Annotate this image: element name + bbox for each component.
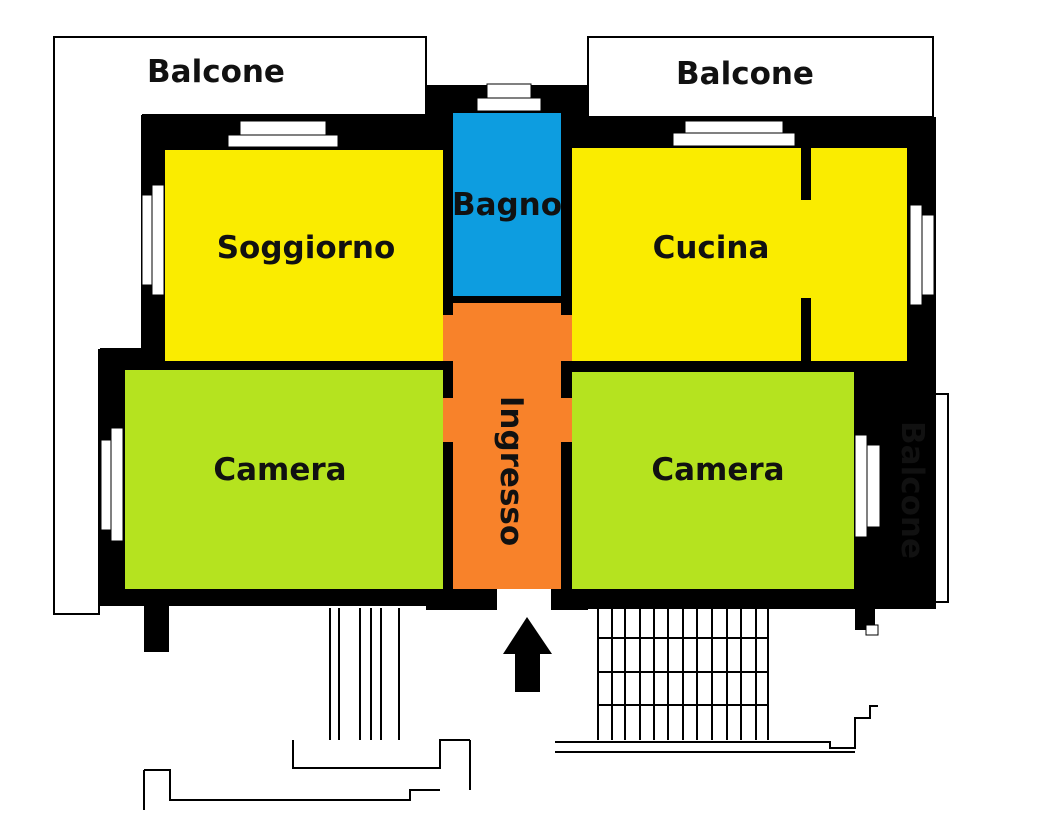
window-corner-right (865, 624, 879, 636)
room-kitchen (572, 148, 801, 361)
balcony-right-label: Balcone (894, 421, 930, 559)
living-room-label: Soggiorno (217, 230, 396, 266)
window-living-left-sill (151, 184, 165, 296)
balcony-top-right (587, 36, 934, 118)
entrance-opening-left-top (443, 315, 455, 361)
room-living (165, 150, 443, 361)
balcony-top-right-label: Balcone (676, 56, 814, 92)
window-living-top-sill (227, 134, 339, 148)
arrow-up-icon (503, 617, 552, 692)
kitchen-label: Cucina (653, 230, 770, 266)
exterior-stairs (143, 608, 878, 810)
bedroom-right-label: Camera (651, 452, 784, 488)
room-bedroom-left (125, 370, 443, 589)
room-kitchen-annex (811, 148, 907, 361)
window-bedroom-right-sill (854, 434, 868, 538)
entrance-opening-right-bottom (559, 398, 572, 442)
window-kitchen-top (684, 120, 784, 134)
window-kitchen-top-sill (672, 132, 796, 147)
window-bedroom-left-sill (110, 427, 124, 542)
window-bedroom-right (865, 444, 881, 528)
balcony-areas (53, 36, 949, 615)
entrance-opening-left-bottom (443, 398, 455, 442)
windows (100, 83, 935, 636)
entrance-opening-right-top (559, 315, 572, 361)
window-kitchen-right-sill (909, 204, 923, 306)
entrance-doorway (497, 588, 551, 616)
window-bathroom-top-sill (476, 97, 542, 112)
window-living-top (239, 120, 327, 136)
balcony-top-left-label: Balcone (147, 54, 285, 90)
room-entrance (453, 303, 561, 589)
rooms (125, 113, 907, 589)
bedroom-left-label: Camera (213, 452, 346, 488)
room-bathroom (453, 113, 561, 296)
window-kitchen-right (921, 214, 935, 296)
room-bedroom-right (572, 372, 854, 589)
entrance-label: Ingresso (493, 396, 529, 546)
room-kitchen-passage (798, 200, 814, 298)
window-bathroom-top (486, 83, 532, 99)
labels: Balcone Balcone Balcone Soggiorno Bagno … (147, 54, 930, 559)
bathroom-label: Bagno (452, 187, 562, 223)
